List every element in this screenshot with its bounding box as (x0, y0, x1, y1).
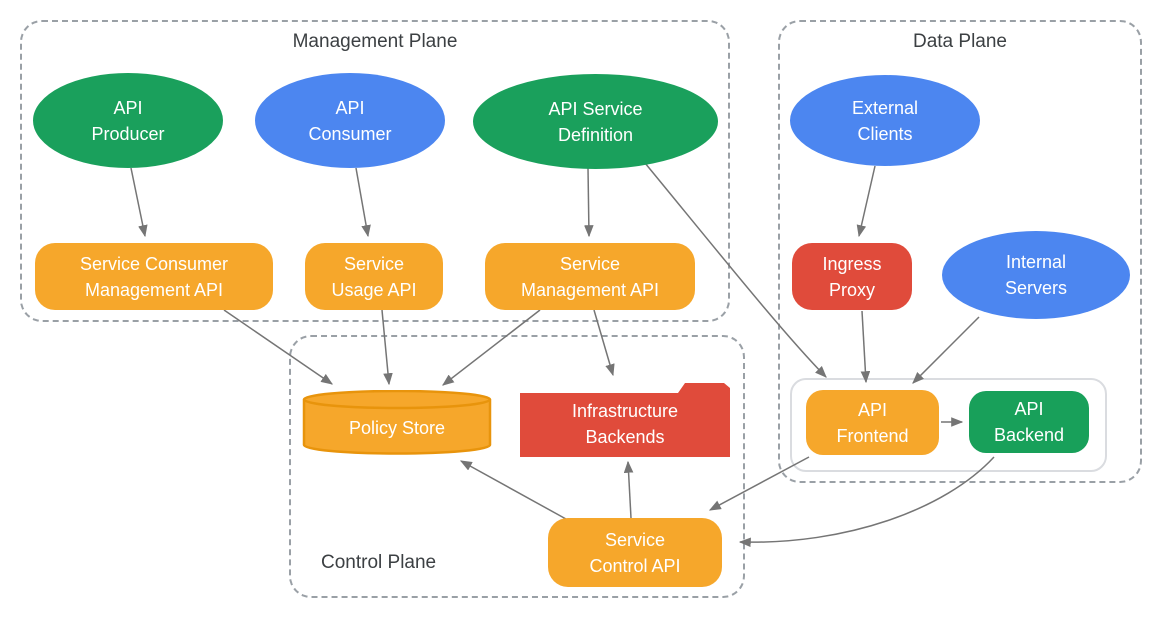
node-api-frontend-label: API Frontend (836, 399, 909, 446)
node-api-producer: API Producer (33, 73, 223, 168)
plane-data-label: Data Plane (912, 31, 1007, 52)
node-policy-store-label: Policy Store (348, 418, 446, 438)
node-api-service-definition: API Service Definition (473, 74, 718, 169)
node-service-control-api: Service Control API (548, 518, 722, 587)
node-api-producer-label: API Producer (91, 97, 165, 144)
node-internal-servers-label: Internal Servers (1004, 252, 1067, 298)
plane-management-label: Management Plane (292, 31, 458, 52)
node-ingress-proxy: Ingress Proxy (792, 243, 912, 310)
plane-control-label: Control Plane (321, 552, 437, 573)
node-infrastructure-backends: Infrastructure Backends (520, 383, 730, 457)
node-infrastructure-backends-label: Infrastructure Backends (571, 401, 679, 447)
node-api-service-definition-label: API Service Definition (548, 98, 643, 145)
node-service-management-api-label: Service Management API (520, 253, 660, 300)
node-external-clients: External Clients (790, 75, 980, 166)
node-api-backend: API Backend (969, 391, 1089, 453)
node-service-consumer-management-api-label: Service Consumer Management API (79, 253, 229, 300)
node-api-frontend: API Frontend (806, 390, 939, 455)
node-api-consumer: API Consumer (255, 73, 445, 168)
node-service-control-api-label: Service Control API (589, 529, 681, 576)
node-service-usage-api: Service Usage API (305, 243, 443, 310)
node-service-consumer-management-api: Service Consumer Management API (35, 243, 273, 310)
node-api-consumer-label: API Consumer (308, 97, 392, 144)
node-service-management-api: Service Management API (485, 243, 695, 310)
policy-store-cylinder-shape (302, 390, 492, 455)
node-policy-store: Policy Store (302, 390, 492, 456)
node-api-backend-label: API Backend (993, 399, 1065, 445)
node-service-usage-api-label: Service Usage API (331, 253, 417, 300)
node-internal-servers: Internal Servers (942, 231, 1130, 319)
node-ingress-proxy-label: Ingress Proxy (822, 253, 882, 300)
node-external-clients-label: External Clients (851, 97, 919, 144)
